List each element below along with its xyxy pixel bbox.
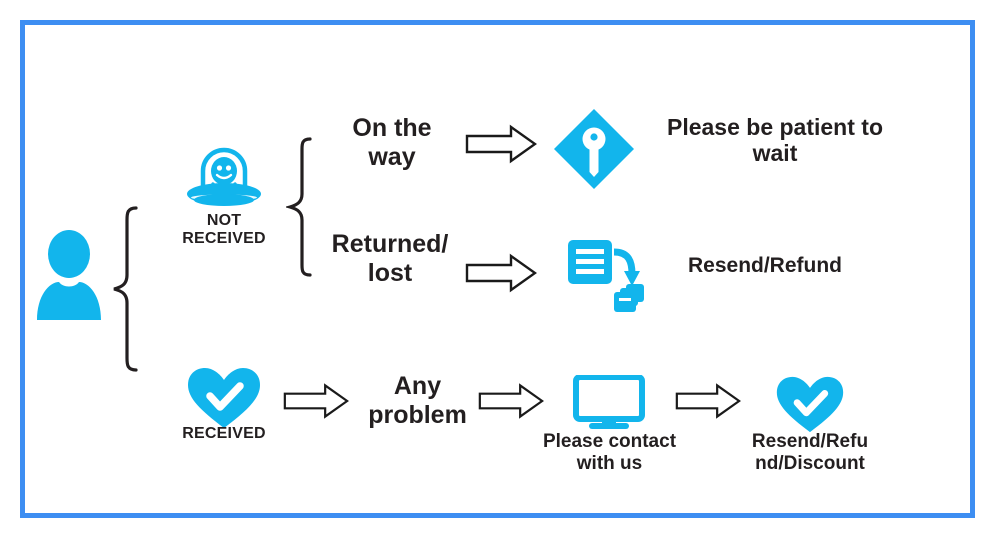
status-label-not-received: NOT RECEIVED (182, 212, 266, 248)
branch-label-returned-lost: Returned/ lost (331, 230, 449, 287)
document-resend-icon-wrap (566, 238, 646, 314)
arrow-returned-lost-wrap (465, 253, 537, 293)
result-label-contact-us: Please contact with us (542, 431, 677, 474)
monitor-icon-wrap (571, 375, 647, 431)
result-label-resend-refund: Resend/Refund (687, 254, 842, 277)
ufo-alien-icon (187, 147, 261, 206)
received-icon-wrap (186, 366, 262, 430)
root-person-icon-wrap (33, 228, 105, 320)
arrow-received-2-wrap (478, 382, 544, 420)
not-received-icon-wrap (183, 140, 265, 212)
arrow-right-icon (465, 124, 537, 164)
arrow-right-icon (478, 383, 544, 419)
brace-root (110, 205, 140, 378)
arrow-on-the-way-wrap (465, 124, 537, 164)
document-resend-icon (568, 240, 644, 312)
key-diamond-icon-wrap (551, 106, 637, 192)
branch-label-on-the-way: On the way (352, 114, 432, 171)
status-label-received: RECEIVED (182, 425, 266, 442)
person-icon (37, 230, 101, 320)
arrow-received-3-wrap (675, 382, 741, 420)
result-label-resend-refund-discount: Resend/Refu nd/Discount (751, 431, 869, 474)
heart-check-icon (776, 376, 844, 433)
arrow-right-icon (675, 383, 741, 419)
arrow-right-icon (465, 253, 537, 293)
brace-not-received (284, 136, 314, 283)
heart-check-icon (188, 368, 260, 428)
arrow-received-1-wrap (283, 382, 349, 420)
result-label-be-patient: Please be patient to wait (666, 114, 883, 167)
monitor-icon (573, 375, 645, 429)
final-heart-check-icon-wrap (775, 375, 845, 434)
curly-brace-icon (284, 137, 312, 277)
arrow-right-icon (283, 383, 349, 419)
curly-brace-icon (113, 206, 138, 372)
branch-label-any-problem: Any problem (368, 372, 467, 429)
key-diamond-icon (554, 109, 634, 189)
